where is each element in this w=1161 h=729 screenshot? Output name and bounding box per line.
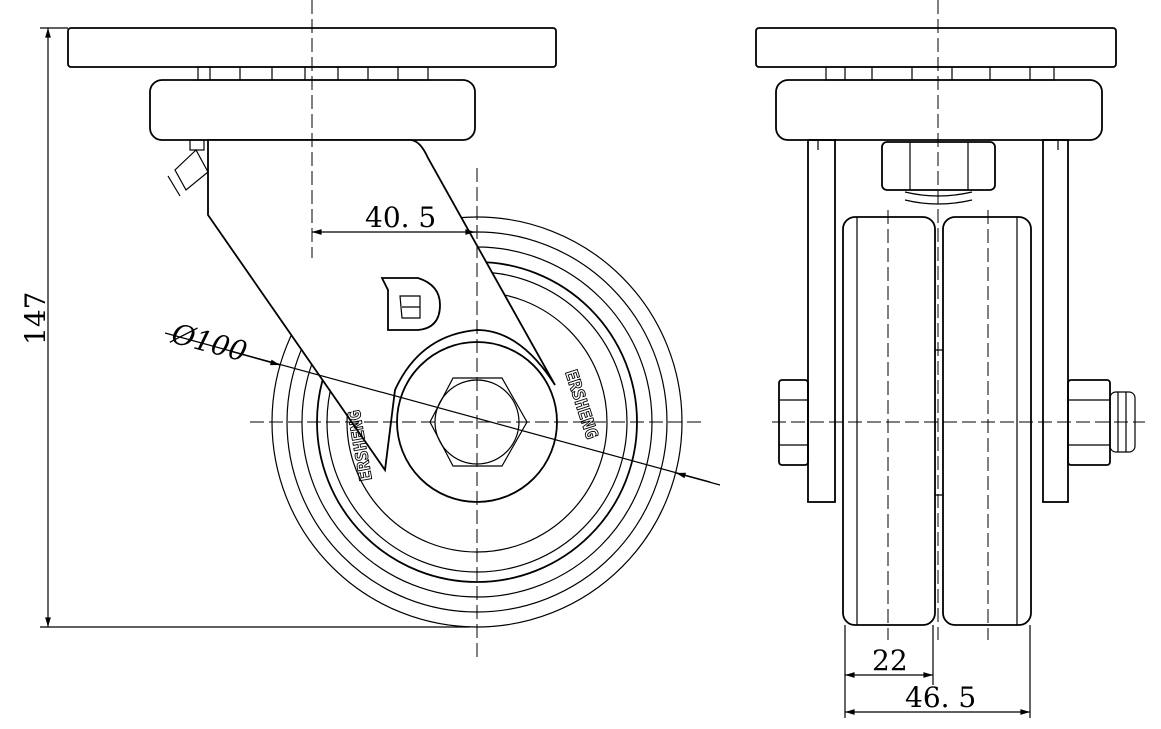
dim-46-5-label: 46. 5 — [905, 681, 976, 714]
fork-leg-right — [1042, 139, 1069, 503]
bearing-balls-front — [825, 66, 1055, 81]
dim-diameter-label: Ø100 — [167, 317, 250, 369]
swivel-disk-front — [775, 79, 1103, 141]
fork-leg-left — [807, 139, 836, 503]
top-plate-front — [755, 27, 1117, 68]
grease-nipple — [167, 139, 209, 197]
dimension-wheel-width: 22 — [844, 625, 1031, 718]
dimension-overall-width: 46. 5 — [845, 681, 1030, 715]
brand-logo: D — [380, 277, 441, 331]
front-view: 22 46. 5 — [755, 0, 1145, 718]
dimension-diameter: Ø100 — [164, 317, 721, 486]
bearing-balls — [197, 66, 429, 81]
fork-plate — [207, 139, 556, 473]
wheel-right-front — [942, 216, 1032, 626]
dim-22-label: 22 — [872, 644, 908, 677]
dim-40-5-label: 40. 5 — [365, 201, 436, 234]
wheel-text-right: ERSHENG — [560, 367, 601, 441]
wheel-left-front — [842, 216, 936, 626]
dim-147-label: 147 — [19, 292, 52, 345]
dimension-offset: 40. 5 — [311, 201, 476, 235]
side-view: D ERSHENG ERSHENG 147 40. 5 Ø100 — [19, 0, 721, 660]
dimension-height: 147 — [19, 27, 470, 628]
wheel-centerlines — [887, 210, 989, 640]
